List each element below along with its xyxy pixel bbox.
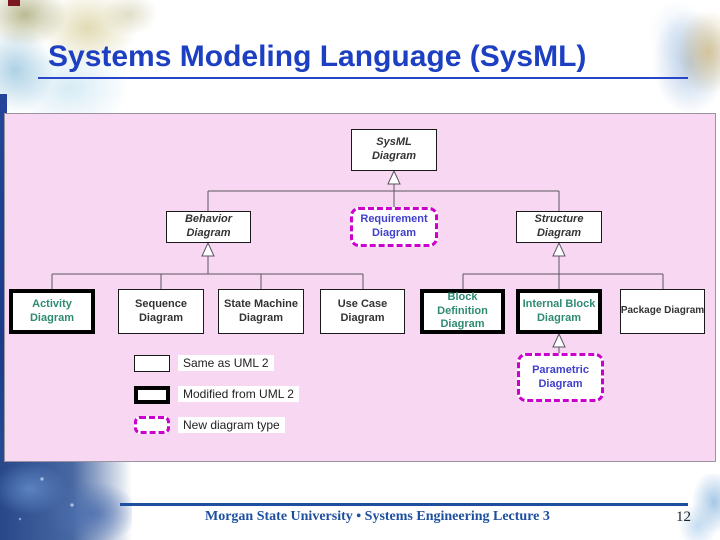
generalization-arrow-icon xyxy=(387,169,401,185)
legend-swatch-modified-from-uml2 xyxy=(134,386,170,404)
generalization-arrow-icon xyxy=(552,332,566,348)
generalization-arrow-icon xyxy=(201,241,215,257)
connector-lines xyxy=(51,169,664,353)
node-use-case-diagram: Use Case Diagram xyxy=(320,289,405,334)
node-activity-diagram: Activity Diagram xyxy=(9,289,95,334)
texture-bottom-right xyxy=(678,474,720,540)
legend-swatch-same-as-uml2 xyxy=(134,355,170,372)
footer-text: Morgan State University • Systems Engine… xyxy=(205,509,550,524)
node-internal-block-diagram: Internal Block Diagram xyxy=(516,289,602,334)
node-requirement-diagram: Requirement Diagram xyxy=(350,207,438,247)
slide-title: Systems Modeling Language (SysML) xyxy=(48,40,587,73)
node-sequence-diagram: Sequence Diagram xyxy=(118,289,204,334)
node-parametric-diagram: Parametric Diagram xyxy=(517,353,604,402)
node-block-definition-diagram: Block Definition Diagram xyxy=(420,289,505,334)
node-structure-diagram: Structure Diagram xyxy=(516,211,602,243)
galaxy-texture-bottom-left xyxy=(0,461,132,540)
page-number: 12 xyxy=(676,509,691,525)
node-package-diagram: Package Diagram xyxy=(620,289,705,334)
node-behavior-diagram: Behavior Diagram xyxy=(166,211,251,243)
generalization-arrow-icon xyxy=(552,241,566,257)
earth-image-top-right xyxy=(646,4,720,116)
red-chip-decoration xyxy=(8,0,20,6)
legend-label-modified-from-uml2: Modified from UML 2 xyxy=(178,386,299,402)
node-sysml-diagram: SysML Diagram xyxy=(351,129,437,171)
footer-divider-line xyxy=(120,503,688,506)
title-underline xyxy=(38,77,688,79)
legend-label-new-diagram-type: New diagram type xyxy=(178,417,285,433)
diagram-panel: SysML Diagram Behavior Diagram Requireme… xyxy=(4,113,716,462)
node-state-machine-diagram: State Machine Diagram xyxy=(218,289,304,334)
legend-label-same-as-uml2: Same as UML 2 xyxy=(178,355,274,371)
legend-swatch-new-diagram-type xyxy=(134,416,170,434)
